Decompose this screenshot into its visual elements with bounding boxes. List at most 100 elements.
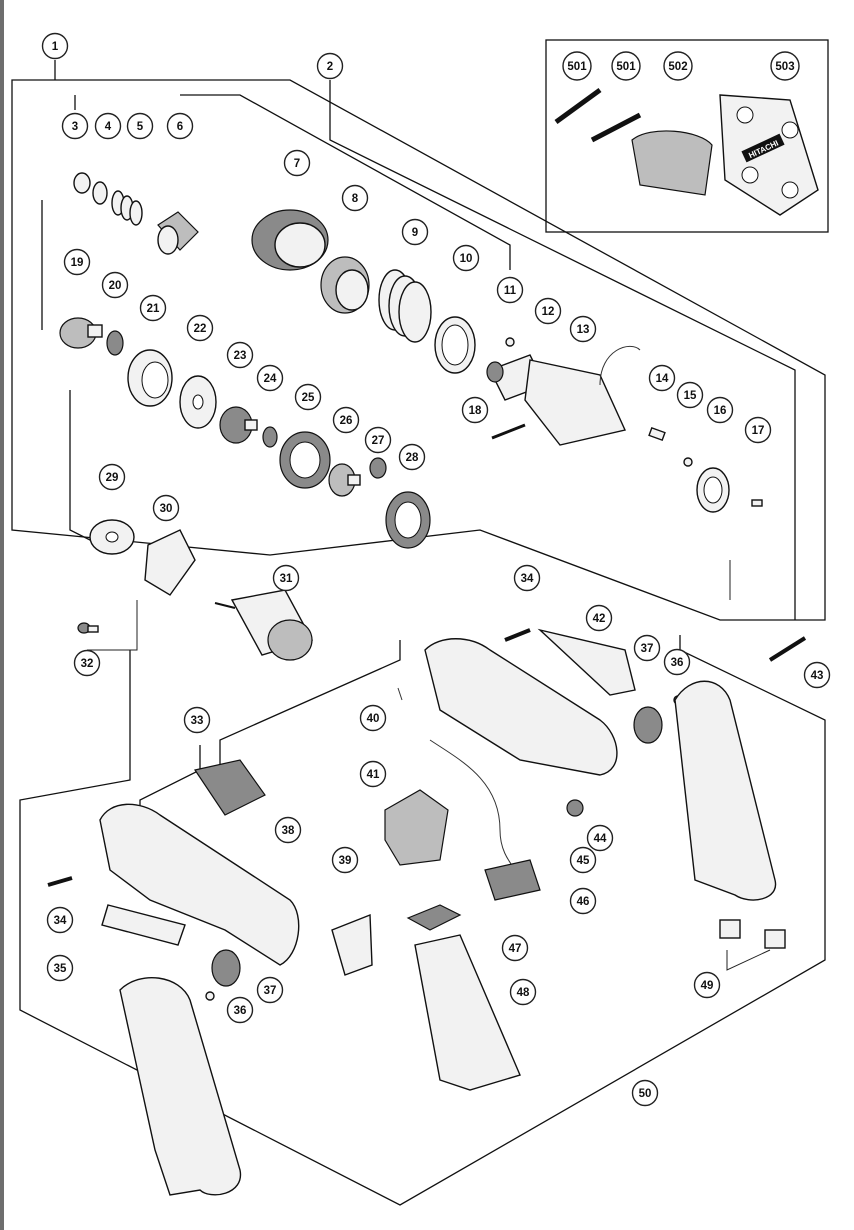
callout-43: 43 <box>803 661 831 689</box>
callout-circle <box>663 51 693 81</box>
callout-number: 18 <box>469 405 482 417</box>
callout-circle <box>294 383 322 411</box>
part-clip-49-b <box>764 929 786 949</box>
callout-circle <box>398 443 426 471</box>
part-switch-41 <box>384 789 449 866</box>
part-screw-43 <box>768 636 807 662</box>
callout-number: 5 <box>137 121 144 133</box>
part-clip-49-a <box>719 919 741 939</box>
callout-circle <box>139 294 167 322</box>
callout-circle <box>569 887 597 915</box>
callout-number: 30 <box>160 503 173 515</box>
callout-circle <box>663 648 691 676</box>
part-bit-501-b <box>590 112 642 143</box>
callout-circle <box>332 406 360 434</box>
callout-circle <box>63 248 91 276</box>
callout-circle <box>496 276 524 304</box>
part-slider-39 <box>331 913 373 976</box>
assembly-frames <box>11 39 829 1206</box>
callout-number: 19 <box>71 257 84 269</box>
callout-9: 9 <box>401 218 429 246</box>
part-ball-36-lower <box>205 991 215 1001</box>
callout-34: 34 <box>513 564 541 592</box>
callout-circle <box>98 463 126 491</box>
callout-circle <box>126 112 154 140</box>
callout-49: 49 <box>693 971 721 999</box>
callout-21: 21 <box>139 294 167 322</box>
callout-circle <box>283 149 311 177</box>
callout-number: 31 <box>280 573 293 585</box>
callout-number: 14 <box>656 373 669 385</box>
callout-circle <box>513 564 541 592</box>
callout-32: 32 <box>73 649 101 677</box>
callout-3: 3 <box>61 112 89 140</box>
callout-circle <box>152 494 180 522</box>
callout-number: 28 <box>406 452 419 464</box>
callout-17: 17 <box>744 416 772 444</box>
callout-number: 36 <box>234 1005 247 1017</box>
part-ring-gear-28 <box>385 491 431 549</box>
part-ring-gear-25 <box>279 431 331 489</box>
callout-42: 42 <box>585 604 613 632</box>
part-housing-33 <box>99 803 300 966</box>
callout-number: 501 <box>567 61 587 73</box>
part-ring-gear-21 <box>127 349 173 407</box>
callout-25: 25 <box>294 383 322 411</box>
part-carrier-23 <box>219 406 258 444</box>
callout-circle <box>73 649 101 677</box>
part-carrier-19 <box>59 317 103 349</box>
part-collar-7 <box>251 209 329 271</box>
part-screw-32 <box>77 622 99 634</box>
callout-circle <box>359 704 387 732</box>
part-spring-9 <box>378 269 432 343</box>
callout-circle <box>226 996 254 1024</box>
callout-number: 45 <box>577 855 590 867</box>
callout-48: 48 <box>509 978 537 1006</box>
callout-circle <box>341 184 369 212</box>
part-washer-22 <box>179 375 217 429</box>
part-pin-14 <box>648 426 666 442</box>
callout-37: 37 <box>256 976 284 1004</box>
callout-36: 36 <box>226 996 254 1024</box>
callout-46: 46 <box>569 887 597 915</box>
part-ball-11 <box>505 337 515 347</box>
part-motor-31 <box>214 589 314 661</box>
callout-circle <box>585 604 613 632</box>
callout-circle <box>61 112 89 140</box>
part-plate-37-upper <box>633 706 663 744</box>
callout-circle <box>461 396 489 424</box>
part-shapes: HITACHI <box>47 87 819 1196</box>
callout-number: 10 <box>460 253 473 265</box>
callout-number: 503 <box>775 61 794 73</box>
part-washer-10 <box>434 316 476 374</box>
callout-number: 13 <box>577 324 590 336</box>
callout-16: 16 <box>706 396 734 424</box>
part-battery-48 <box>414 934 521 1091</box>
callout-38: 38 <box>274 816 302 844</box>
part-carrier-26 <box>328 463 361 497</box>
callout-number: 7 <box>294 158 300 170</box>
callout-circle <box>586 824 614 852</box>
callout-501: 501 <box>611 51 641 81</box>
callout-40: 40 <box>359 704 387 732</box>
callout-8: 8 <box>341 184 369 212</box>
part-screw-34-left <box>47 876 73 887</box>
callout-number: 29 <box>106 472 119 484</box>
part-spring-5 <box>111 190 143 226</box>
callout-number: 17 <box>752 425 765 437</box>
callout-number: 20 <box>109 280 122 292</box>
part-plate-37-lower <box>211 949 241 987</box>
callout-number: 6 <box>177 121 183 133</box>
callout-1: 1 <box>41 32 69 60</box>
callout-number: 37 <box>641 643 654 655</box>
callout-11: 11 <box>496 276 524 304</box>
callout-circle <box>611 51 641 81</box>
callout-29: 29 <box>98 463 126 491</box>
callout-45: 45 <box>569 846 597 874</box>
part-case-503: HITACHI <box>719 94 819 216</box>
callout-circle <box>693 971 721 999</box>
callout-number: 42 <box>593 613 606 625</box>
callout-circle <box>501 934 529 962</box>
callout-circle <box>226 341 254 369</box>
part-housing-upper <box>424 638 618 776</box>
